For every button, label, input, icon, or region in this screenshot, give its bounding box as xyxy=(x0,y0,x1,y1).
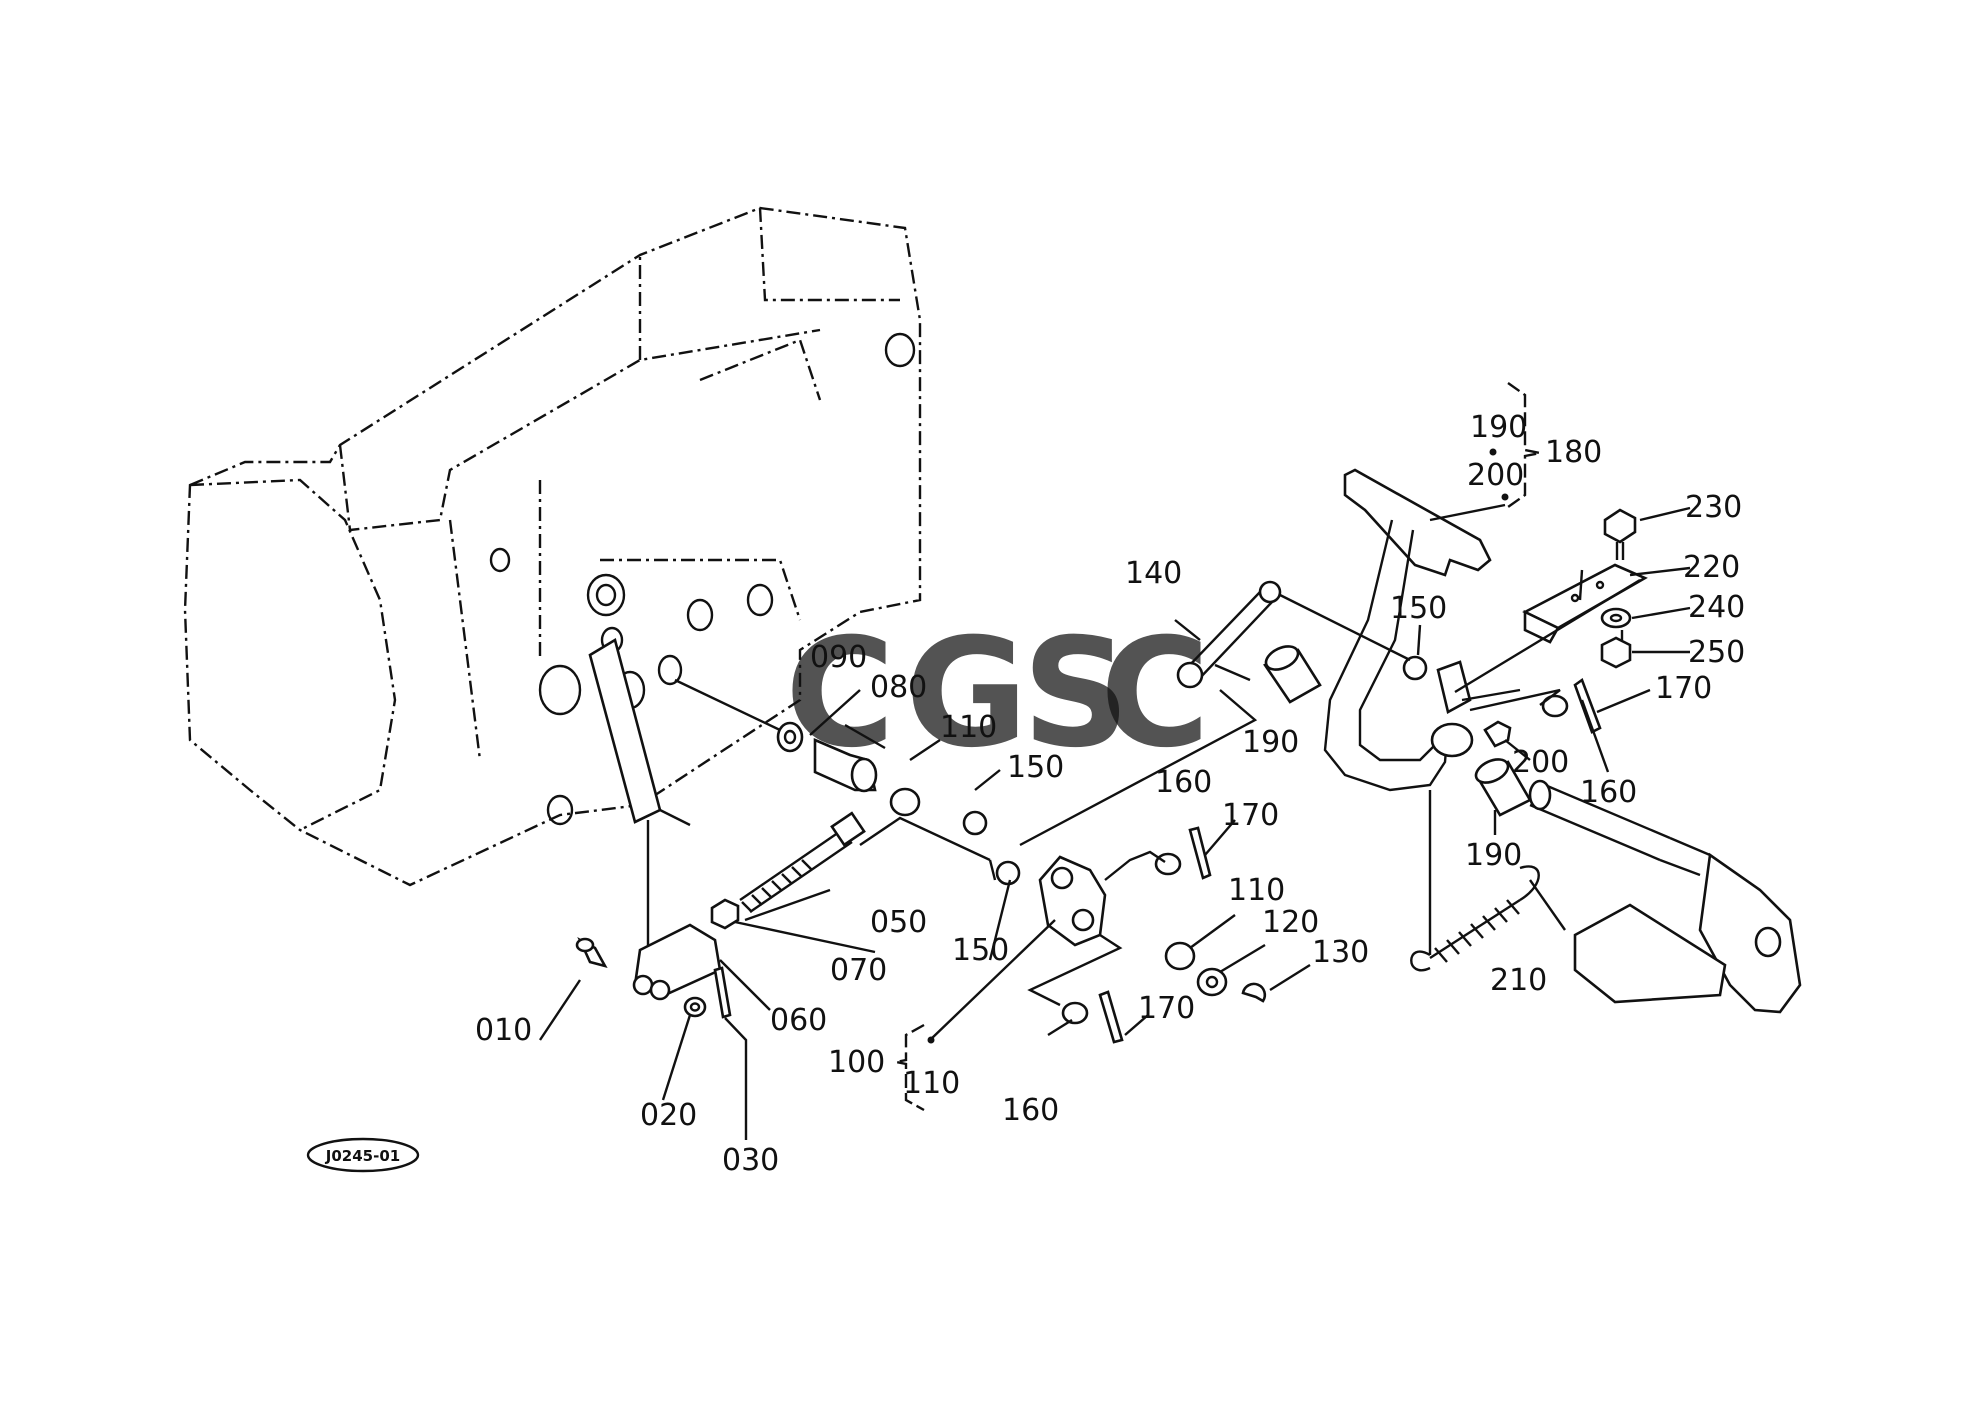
callout-200-b: 200 xyxy=(1512,745,1569,780)
assembly-brackets xyxy=(895,382,1541,1112)
washer-090 xyxy=(776,721,804,753)
callout-200-a: 200 xyxy=(1467,458,1524,493)
bracket-180 xyxy=(1507,382,1541,508)
bushing-150-c xyxy=(1402,655,1428,681)
watermark-letter-1: C xyxy=(785,607,895,781)
bushing-110-b xyxy=(1164,941,1196,971)
callout-150-b: 150 xyxy=(952,933,1009,968)
callout-190-a: 190 xyxy=(1470,410,1527,445)
cotter-pin-170-c xyxy=(1573,677,1602,734)
callout-250: 250 xyxy=(1688,635,1745,670)
watermark-letter-4: C xyxy=(1100,607,1210,781)
callout-150-c: 150 xyxy=(1390,591,1447,626)
rod-140 xyxy=(1176,580,1282,689)
callout-labels: 010 020 030 050 060 070 080 090 100 110 … xyxy=(475,410,1745,1178)
rod-050 xyxy=(739,811,866,913)
callout-030: 030 xyxy=(722,1143,779,1178)
callout-230: 230 xyxy=(1685,490,1742,525)
bolt-230 xyxy=(1603,508,1637,560)
callout-110-c: 110 xyxy=(903,1066,960,1101)
grease-nipple-200 xyxy=(1483,720,1512,748)
parts xyxy=(575,468,1802,1044)
callout-110-b: 110 xyxy=(1228,873,1285,908)
washer-240 xyxy=(1600,607,1632,629)
callout-190-b: 190 xyxy=(1242,725,1299,760)
spring-210 xyxy=(1410,790,1540,972)
washer-160-c xyxy=(1541,694,1569,718)
washer-020 xyxy=(683,996,707,1018)
watermark-cgsc: C G S C xyxy=(785,607,1210,781)
transmission-housing xyxy=(183,206,922,887)
callout-180: 180 xyxy=(1545,435,1602,470)
nut-070 xyxy=(710,898,740,930)
callout-160-a: 160 xyxy=(1155,765,1212,800)
cotter-pin-170-b xyxy=(1098,990,1124,1044)
callout-060: 060 xyxy=(770,1003,827,1038)
callout-090: 090 xyxy=(810,640,867,675)
callout-130: 130 xyxy=(1312,935,1369,970)
callout-010: 010 xyxy=(475,1013,532,1048)
callout-140: 140 xyxy=(1125,556,1182,591)
callout-160-b: 160 xyxy=(1002,1093,1059,1128)
callout-080: 080 xyxy=(870,670,927,705)
callout-120: 120 xyxy=(1262,905,1319,940)
cotter-pin-030 xyxy=(713,966,732,1019)
callout-170-b: 170 xyxy=(1138,991,1195,1026)
lever-100 xyxy=(1038,855,1107,947)
callout-160-c: 160 xyxy=(1580,775,1637,810)
bushing-150-a xyxy=(962,810,988,836)
drawing-code-tag: J0245-01 xyxy=(306,1137,420,1173)
callout-170-c: 170 xyxy=(1655,671,1712,706)
cotter-pin-170-a xyxy=(1188,826,1212,880)
callout-020: 020 xyxy=(640,1098,697,1133)
bushing-150-b xyxy=(995,860,1021,886)
washer-120 xyxy=(1196,967,1228,997)
clip-130 xyxy=(1241,982,1267,1003)
callout-240: 240 xyxy=(1688,590,1745,625)
bushing-110-a xyxy=(889,787,921,817)
base-bracket xyxy=(1573,903,1727,1004)
callout-150-a: 150 xyxy=(1007,750,1064,785)
watermark-letter-2: G xyxy=(905,607,1028,781)
callout-210: 210 xyxy=(1490,963,1547,998)
drawing-code: J0245-01 xyxy=(325,1147,400,1165)
leader-lines xyxy=(539,503,1691,1140)
callout-110-a: 110 xyxy=(940,710,997,745)
bracket-100 xyxy=(895,1023,925,1112)
callout-100: 100 xyxy=(828,1045,885,1080)
callout-220: 220 xyxy=(1683,550,1740,585)
nut-250 xyxy=(1600,636,1632,669)
watermark-letter-3: S xyxy=(1022,607,1130,781)
callout-170-a: 170 xyxy=(1222,798,1279,833)
callout-070: 070 xyxy=(830,953,887,988)
callout-190-c: 190 xyxy=(1465,838,1522,873)
shift-arm xyxy=(588,637,662,824)
callout-050: 050 xyxy=(870,905,927,940)
washer-160-b xyxy=(1061,1001,1089,1025)
plate-220 xyxy=(1522,563,1648,644)
